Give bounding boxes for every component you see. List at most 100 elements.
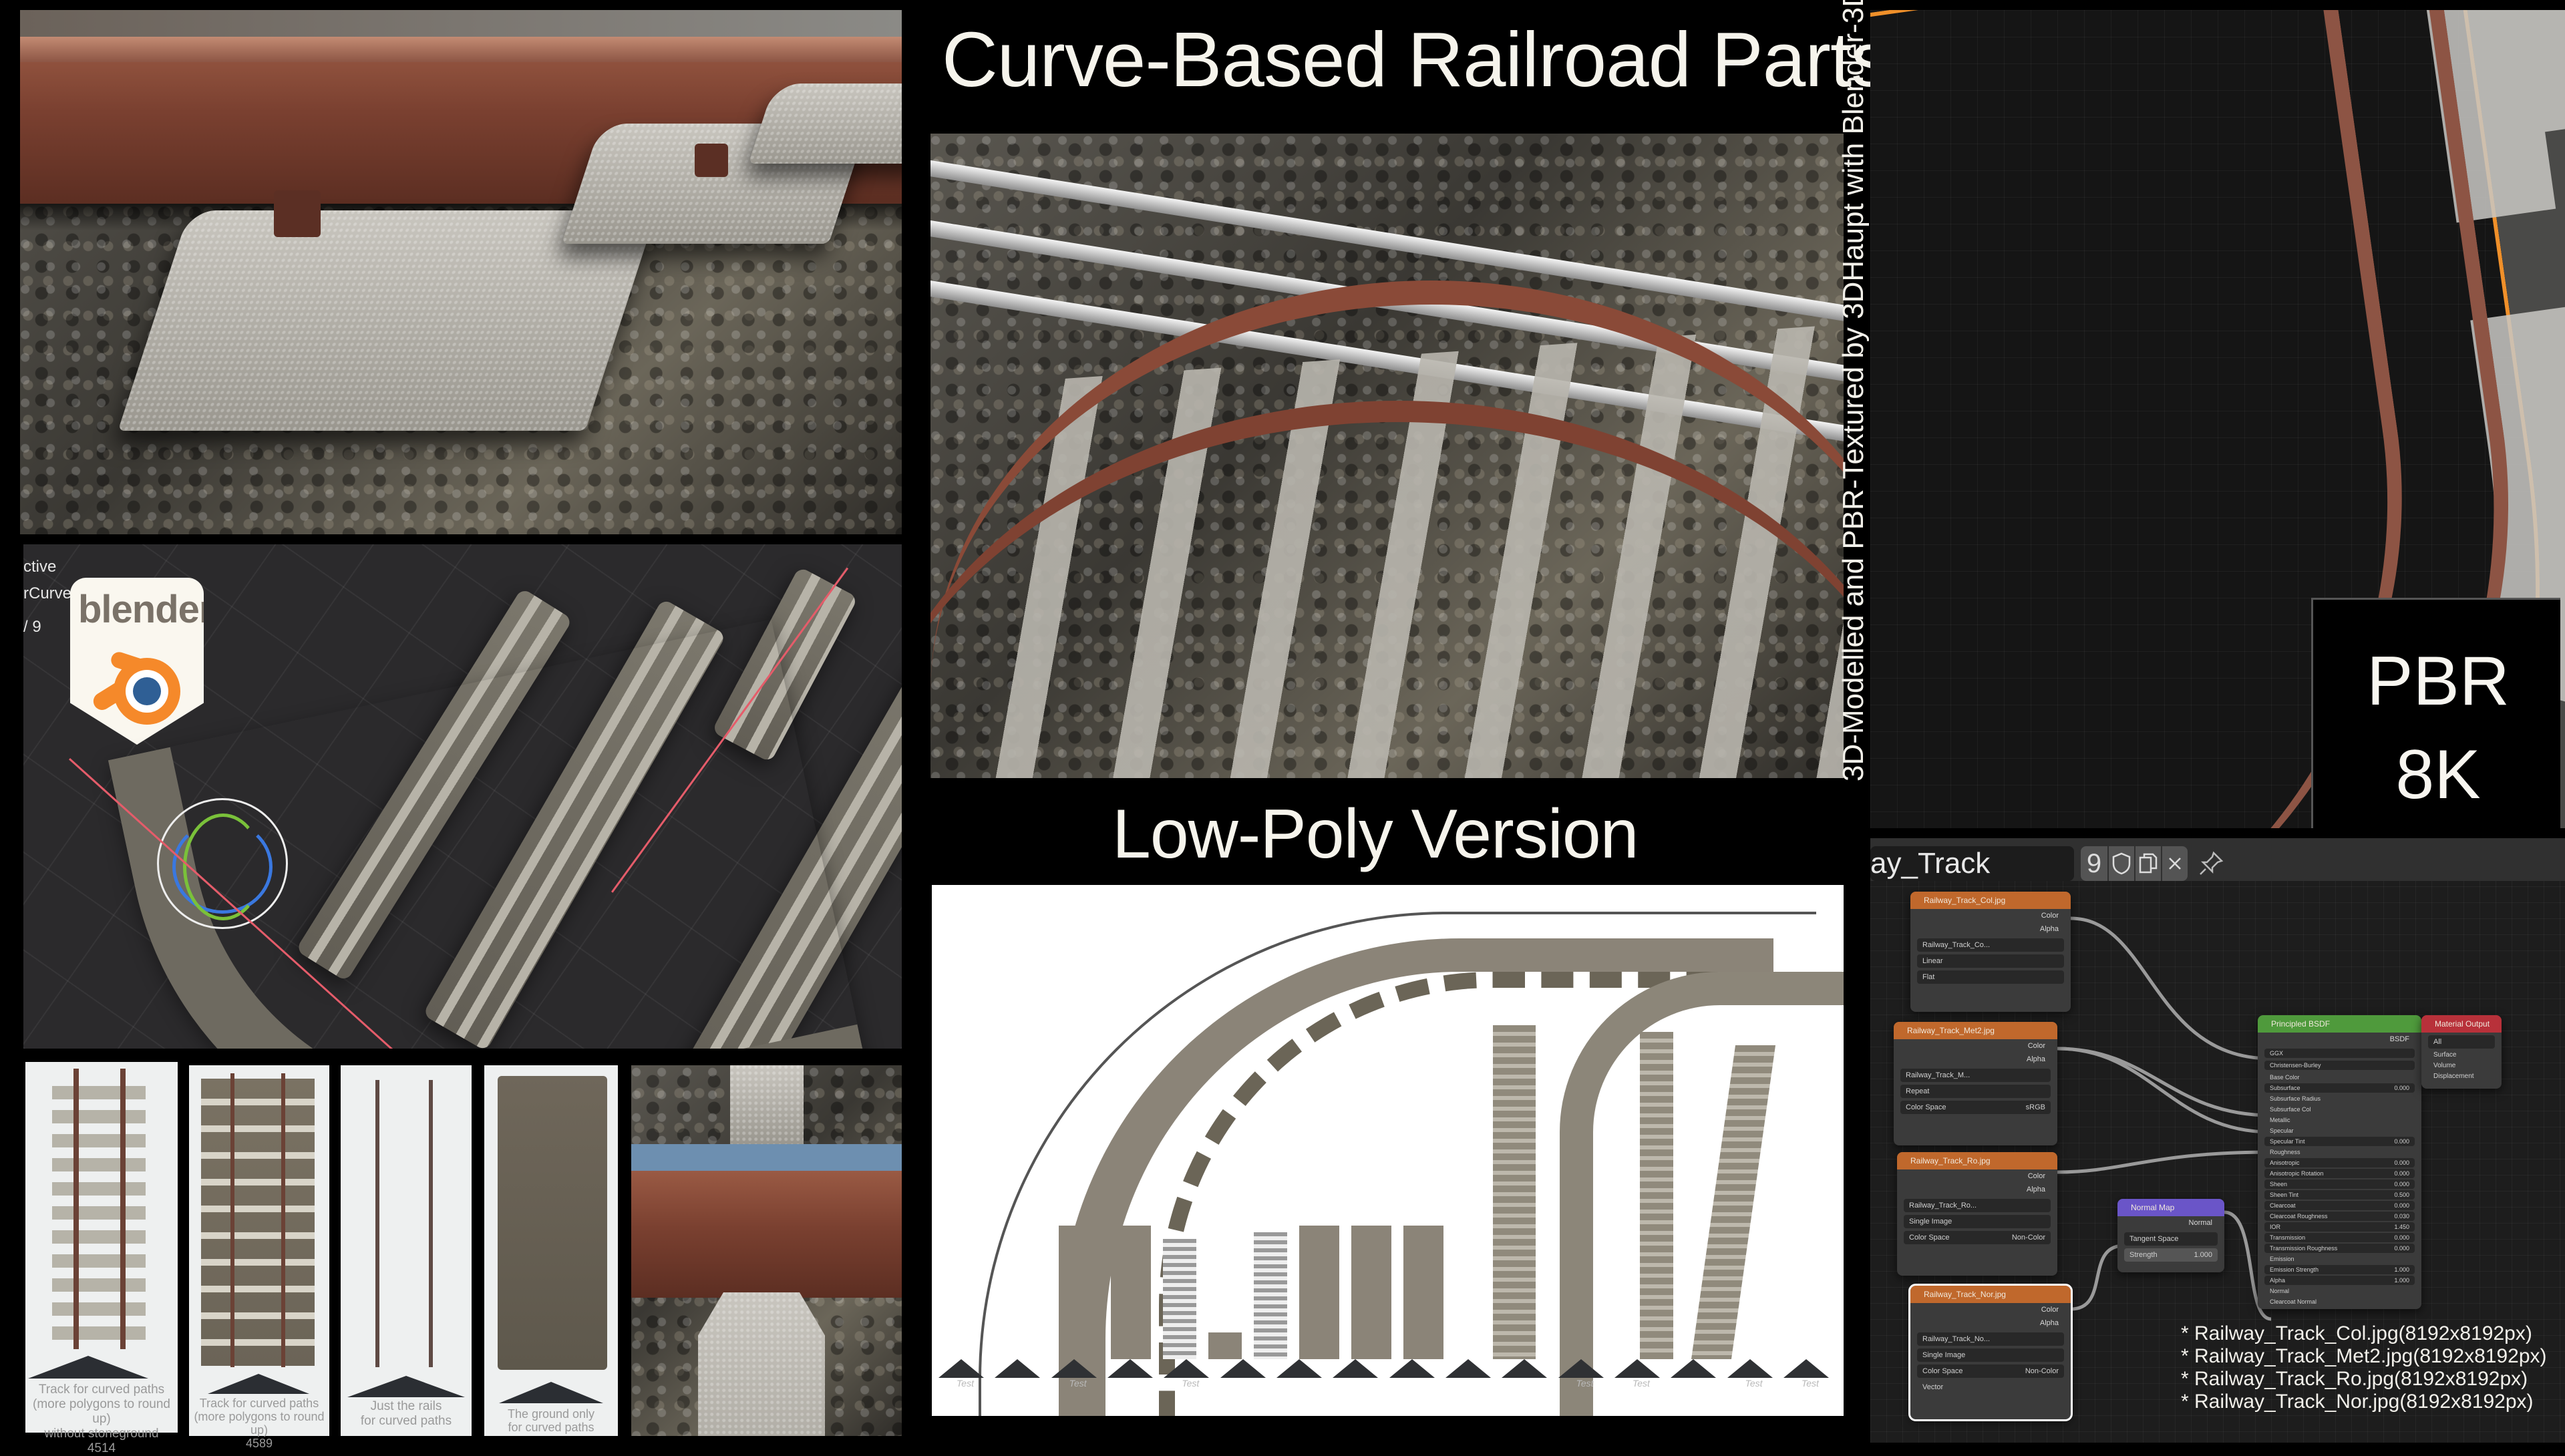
sleeper-topdown-render (631, 1065, 902, 1436)
projection-select[interactable]: Flat (1917, 970, 2064, 984)
rail-left (230, 1073, 234, 1367)
fake-user-button[interactable] (2109, 846, 2134, 881)
output-color: Color (2027, 1042, 2045, 1050)
distribution-select[interactable]: GGX (2264, 1049, 2415, 1058)
pbr-box (2311, 598, 2560, 828)
marker: Test (1614, 1359, 1668, 1389)
lowpoly-heading: Low-Poly Version (1112, 795, 1639, 873)
output-bsdf: BSDF (2389, 1035, 2409, 1043)
marker: Test (1164, 1359, 1217, 1389)
texture-file: * Railway_Track_Col.jpg(8192x8192px) (2181, 1322, 2532, 1344)
thumb-track-with-ground: Track for curved paths(more polygons to … (189, 1065, 329, 1450)
lowpoly-markers: Test Test Test Test Test Test Test (938, 1359, 1837, 1389)
input-displacement: Displacement (2433, 1073, 2474, 1080)
marker: Test (1051, 1359, 1105, 1389)
rail-right (429, 1080, 433, 1367)
marker (1276, 1359, 1330, 1389)
pbr-label: PBR (2367, 643, 2510, 720)
image-selector[interactable]: Railway_Track_Ro... (1904, 1199, 2051, 1212)
source-select[interactable]: Single Image (1917, 1348, 2064, 1362)
output-alpha: Alpha (2039, 925, 2059, 933)
bsdf-input-row: Emission (2270, 1256, 2294, 1262)
platform-triangle (499, 1382, 603, 1403)
input-vector: Vector (1922, 1383, 1944, 1391)
bsdf-input-row: Subsurface Radius (2270, 1095, 2321, 1102)
node-header: Railway_Track_Ro.jpg (1897, 1152, 2057, 1169)
blender-logo-text: blender (78, 588, 214, 631)
rail-head (20, 37, 902, 62)
unlink-material-button[interactable] (2162, 846, 2188, 881)
node-editor[interactable]: ay_Track 9 Railway_Track_Col.jpg Color A… (1870, 838, 2565, 1443)
pin-button[interactable] (2198, 850, 2224, 877)
image-selector[interactable]: Railway_Track_Co... (1917, 938, 2064, 952)
source-select[interactable]: Single Image (1904, 1215, 2051, 1228)
material-name-field[interactable]: ay_Track (1870, 846, 2074, 881)
user-count-button[interactable]: 9 (2081, 846, 2107, 881)
texture-file: * Railway_Track_Nor.jpg(8192x8192px) (2181, 1391, 2534, 1413)
space-select[interactable]: Tangent Space (2124, 1232, 2218, 1246)
image-texture-node-col[interactable]: Railway_Track_Col.jpg Color Alpha Railwa… (1910, 892, 2071, 1012)
normal-map-node[interactable]: Normal Map Normal Tangent Space Strength… (2117, 1199, 2224, 1272)
thumb-track-no-ground: Track for curved paths(more polygons to … (25, 1062, 178, 1455)
target-select[interactable]: All (2428, 1035, 2495, 1049)
image-selector[interactable]: Railway_Track_M... (1900, 1069, 2051, 1082)
output-color: Color (2041, 912, 2059, 920)
blender-viewport[interactable]: ctive rCurve.008 / 9 blender (23, 544, 902, 1049)
output-color: Color (2041, 1306, 2059, 1314)
sleeper-topdown-far (730, 1065, 804, 1144)
marker (1502, 1359, 1555, 1389)
lowpoly-straight (1493, 1025, 1536, 1359)
marker (1445, 1359, 1499, 1389)
transform-gizmo[interactable] (157, 798, 288, 929)
close-icon (2169, 858, 2181, 870)
lowpoly-piece-row (1059, 1226, 1793, 1359)
bsdf-input-row: Tangent (2264, 1308, 2415, 1309)
extension-select[interactable]: Repeat (1900, 1085, 2051, 1098)
bsdf-input-row: Roughness (2270, 1149, 2300, 1155)
duplicate-material-button[interactable] (2135, 846, 2161, 881)
subsurface-method-select[interactable]: Christensen-Burley (2264, 1061, 2415, 1070)
node-header: Principled BSDF (2258, 1015, 2421, 1033)
material-name: ay_Track (1870, 847, 1991, 880)
node-links (2057, 916, 2272, 1321)
image-selector[interactable]: Railway_Track_No... (1917, 1332, 2064, 1346)
output-normal: Normal (2188, 1219, 2212, 1227)
material-output-node[interactable]: Material Output All Surface Volume Displ… (2421, 1015, 2502, 1089)
output-color: Color (2027, 1172, 2045, 1180)
principled-bsdf-node[interactable]: Principled BSDF BSDF GGX Christensen-Bur… (2258, 1015, 2421, 1309)
blender-logo-icon (93, 652, 180, 725)
bsdf-input-row: Clearcoat Normal (2270, 1298, 2317, 1305)
main-render (930, 134, 1844, 778)
gizmo-rotate-x[interactable] (183, 813, 263, 920)
image-texture-node-met[interactable]: Railway_Track_Met2.jpg Color Alpha Railw… (1894, 1022, 2057, 1145)
ground-preview (201, 1079, 315, 1366)
rail-clip (274, 190, 321, 237)
node-header: Railway_Track_Met2.jpg (1894, 1022, 2057, 1039)
image-texture-node-nor[interactable]: Railway_Track_Nor.jpg Color Alpha Railwa… (1908, 1284, 2073, 1421)
image-texture-node-ro[interactable]: Railway_Track_Ro.jpg Color Alpha Railway… (1897, 1152, 2057, 1276)
closeup-render (20, 10, 902, 534)
interpolation-select[interactable]: Linear (1917, 954, 2064, 968)
output-alpha: Alpha (2026, 1055, 2045, 1063)
